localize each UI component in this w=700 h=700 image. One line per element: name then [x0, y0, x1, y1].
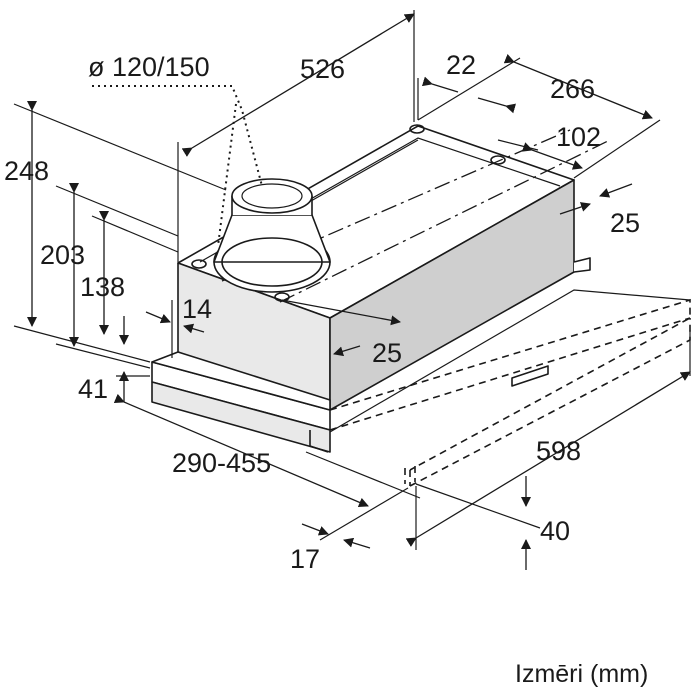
mounting-hole [490, 155, 506, 165]
dim-138 [91, 211, 179, 345]
duct-collar [213, 178, 331, 293]
dim-41 [116, 371, 150, 402]
dim-248-label: 248 [4, 156, 49, 186]
duct-leader [92, 85, 263, 247]
dim-25-front-label: 25 [372, 338, 402, 368]
dim-526-label: 526 [300, 54, 345, 84]
dim-526 [177, 10, 415, 262]
dim-598 [405, 330, 691, 550]
dim-40 [415, 476, 541, 570]
mounting-hole [191, 259, 207, 269]
units-caption: Izmēri (mm) [515, 660, 648, 688]
dim-17 [301, 487, 409, 549]
lamp-window [511, 365, 549, 387]
dim-248 [13, 101, 227, 363]
center-line [279, 139, 611, 303]
dim-40-label: 40 [540, 516, 570, 546]
dim-598-label: 598 [536, 436, 581, 466]
dim-266 [417, 53, 661, 179]
dim-290-455-label: 290-455 [172, 448, 271, 478]
dim-102-label: 102 [556, 122, 601, 152]
duct-diameter-label: ø 120/150 [88, 52, 210, 82]
dim-266-label: 266 [550, 74, 595, 104]
dim-25-front [281, 299, 401, 357]
dim-17-label: 17 [290, 544, 320, 574]
dim-25-right [559, 183, 633, 215]
dim-14 [145, 300, 205, 358]
dim-25-right-label: 25 [610, 208, 640, 238]
dim-22-label: 22 [446, 50, 476, 80]
dim-102 [497, 139, 583, 170]
dim-138-label: 138 [80, 272, 125, 302]
dim-203 [55, 183, 179, 369]
dim-41-label: 41 [78, 374, 108, 404]
dim-203-label: 203 [40, 240, 85, 270]
dim-22 [417, 76, 517, 120]
dim-290-455 [113, 393, 421, 508]
dim-14-label: 14 [182, 294, 212, 324]
